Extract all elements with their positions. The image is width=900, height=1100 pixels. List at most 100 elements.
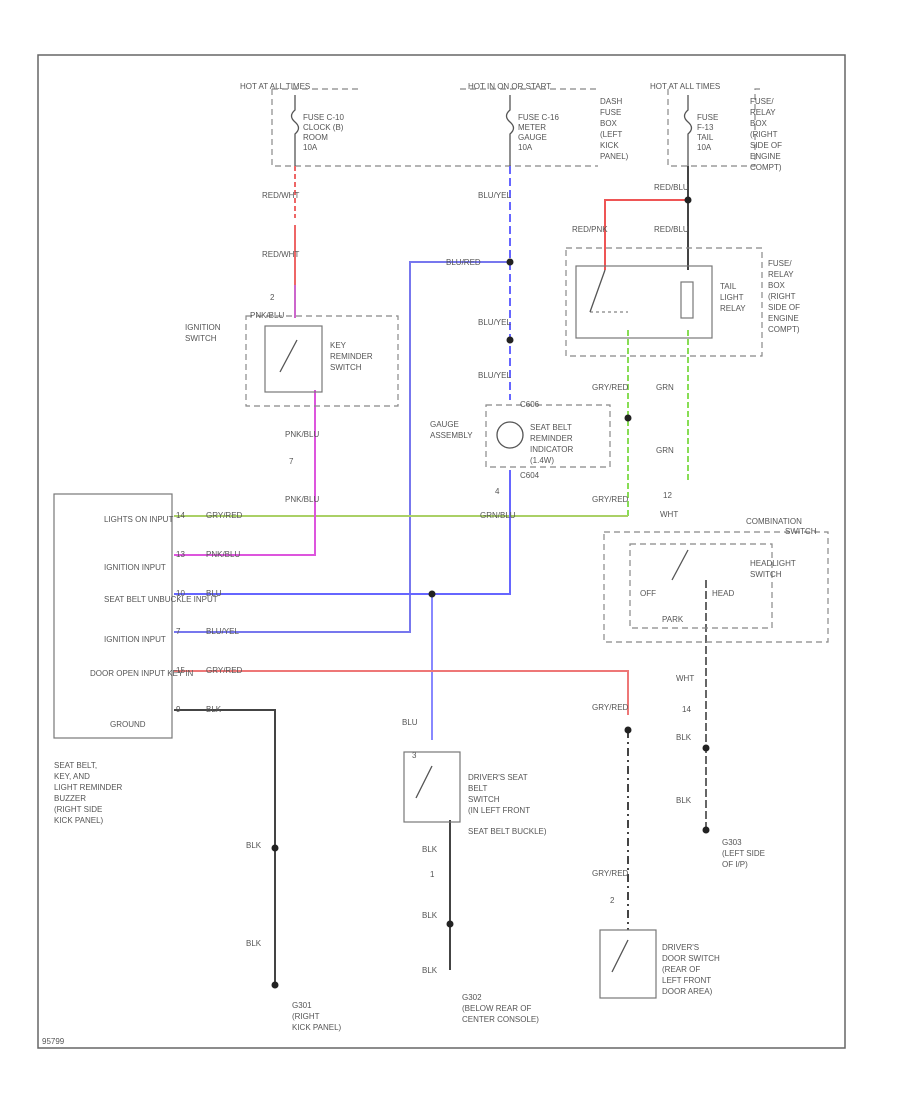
combination-title-2: SWITCH	[785, 527, 817, 536]
key-switch-contact	[279, 339, 298, 373]
wire-label-blu-yel-2: BLU/YEL	[478, 318, 511, 327]
tail-light-relay	[575, 265, 713, 339]
fusebox-left-line-2: FUSE	[600, 108, 621, 117]
wire-label-blu-yel-1: BLU/YEL	[478, 191, 511, 200]
wire-label-gry-red-1: GRY/RED	[592, 383, 629, 392]
ground-g302-line-3: CENTER CONSOLE)	[462, 1015, 539, 1024]
wire-label-pnk-blu-2: PNK/BLU	[285, 495, 319, 504]
relay-box-line-3: BOX	[768, 281, 786, 290]
wire-blk-buzzer-ground	[174, 709, 276, 985]
headlight-switch	[629, 543, 773, 629]
gauge-label-2: ASSEMBLY	[430, 431, 473, 440]
door-switch-line-1: DRIVER'S	[662, 943, 699, 952]
fuse-3-line-3: TAIL	[697, 133, 714, 142]
fusebox-right-line-4: (RIGHT	[750, 130, 778, 139]
ground-g301-line-1: G301	[292, 1001, 312, 1010]
driver-switch-line-3: SWITCH	[468, 795, 500, 804]
wire-label-blk-4: BLK	[246, 939, 262, 948]
fuse-3-line-1: FUSE	[697, 113, 718, 122]
wire-label-grn-1: GRN	[656, 383, 674, 392]
wire-blu-red	[174, 261, 510, 633]
buzzer-name-3: LIGHT REMINDER	[54, 783, 123, 792]
door-switch-line-2: DOOR SWITCH	[662, 954, 720, 963]
footer-code: 95799	[42, 1037, 65, 1046]
buzzer-pin-1: 14	[176, 511, 185, 520]
junction-dot-1	[506, 258, 514, 266]
buzzer-pin-5: 15	[176, 666, 185, 675]
fusebox-left-line-5: KICK	[600, 141, 619, 150]
indicator-line-1: SEAT BELT	[530, 423, 572, 432]
relay-label-3: RELAY	[720, 304, 746, 313]
door-switch-line-5: DOOR AREA)	[662, 987, 713, 996]
fusebox-right-line-1: FUSE/	[750, 97, 774, 106]
door-switch	[599, 929, 657, 999]
junction-dot-3	[684, 196, 692, 204]
fuse-1-line-4: 10A	[303, 143, 318, 152]
ground-g303-dot	[702, 826, 710, 834]
source-middle-label: HOT IN ON OR START	[468, 82, 551, 91]
wire-label-gry-red-2: GRY/RED	[592, 495, 629, 504]
buzzer-wire-3: BLU	[206, 589, 222, 598]
ground-g301-line-2: (RIGHT	[292, 1012, 320, 1021]
relay-box-line-7: COMPT)	[768, 325, 800, 334]
relay-box-line-6: ENGINE	[768, 314, 799, 323]
buzzer-pin-6: 9	[176, 705, 181, 714]
buzzer-pin-3: 10	[176, 589, 185, 598]
buzzer-wire-2: PNK/BLU	[206, 550, 240, 559]
junction-dot-6	[624, 726, 632, 734]
buzzer-input-3: SEAT BELT UNBUCKLE INPUT	[104, 595, 218, 604]
fusebox-right-line-6: ENGINE	[750, 152, 781, 161]
ground-g303-line-1: G303	[722, 838, 742, 847]
relay-label-1: TAIL	[720, 282, 737, 291]
buzzer-wire-5: GRY/RED	[206, 666, 243, 675]
driver-switch-line-4: (IN LEFT FRONT	[468, 806, 530, 815]
wire-label-blk-2: BLK	[676, 796, 692, 805]
wire-pnk-blu	[174, 390, 316, 556]
ground-g301-dot	[271, 981, 279, 989]
wire-label-blk-1: BLK	[676, 733, 692, 742]
buzzer-input-4: IGNITION INPUT	[104, 635, 166, 644]
junction-dot-2	[506, 336, 514, 344]
fusebox-right-line-3: BOX	[750, 119, 768, 128]
wire-label-gry-red-3: GRY/RED	[592, 703, 629, 712]
key-label-3: SWITCH	[330, 363, 362, 372]
fuse-1-line-2: CLOCK (B)	[303, 123, 344, 132]
key-label-2: REMINDER	[330, 352, 373, 361]
ignition-outline	[245, 315, 399, 407]
junction-dot-7	[271, 844, 279, 852]
wire-label-blk-5: BLK	[422, 845, 438, 854]
junction-dot-9	[702, 744, 710, 752]
driver-seat-belt-switch	[403, 751, 461, 823]
buzzer-name-5: (RIGHT SIDE	[54, 805, 102, 814]
key-reminder-switch	[264, 325, 323, 393]
ignition-label-1: IGNITION	[185, 323, 221, 332]
ground-g302-line-1: G302	[462, 993, 482, 1002]
wire-label-grn-blu: GRN/BLU	[480, 511, 516, 520]
wire-label-blk-7: BLK	[422, 966, 438, 975]
fusebox-left-line-4: (LEFT	[600, 130, 622, 139]
junction-dot-5	[428, 590, 436, 598]
fuse-2-line-2: METER	[518, 123, 546, 132]
fusebox-right-line-2: RELAY	[750, 108, 776, 117]
buzzer-wire-4: BLU/YEL	[206, 627, 239, 636]
fusebox-right-outline	[667, 88, 760, 167]
wire-label-red-wht-1: RED/WHT	[262, 191, 299, 200]
fuse-2-symbol	[505, 95, 515, 166]
wire-label-gry-red-4: GRY/RED	[592, 869, 629, 878]
buzzer-name-4: BUZZER	[54, 794, 86, 803]
source-right-label: HOT AT ALL TIMES	[650, 82, 720, 91]
ground-g303-line-3: OF I/P)	[722, 860, 748, 869]
wire-label-blk-6: BLK	[422, 911, 438, 920]
headlight-label-1: HEADLIGHT	[750, 559, 796, 568]
fuse-3-line-2: F-13	[697, 123, 714, 132]
junction-dot-8	[446, 920, 454, 928]
wire-label-red-blu-1: RED/BLU	[654, 183, 689, 192]
pin-1: 1	[430, 870, 435, 879]
door-switch-contact	[611, 939, 629, 973]
wire-label-blk-3: BLK	[246, 841, 262, 850]
fusebox-right-line-5: SIDE OF	[750, 141, 782, 150]
fusebox-left-line-3: BOX	[600, 119, 618, 128]
buzzer-wire-6: BLK	[206, 705, 222, 714]
headlight-head: HEAD	[712, 589, 734, 598]
